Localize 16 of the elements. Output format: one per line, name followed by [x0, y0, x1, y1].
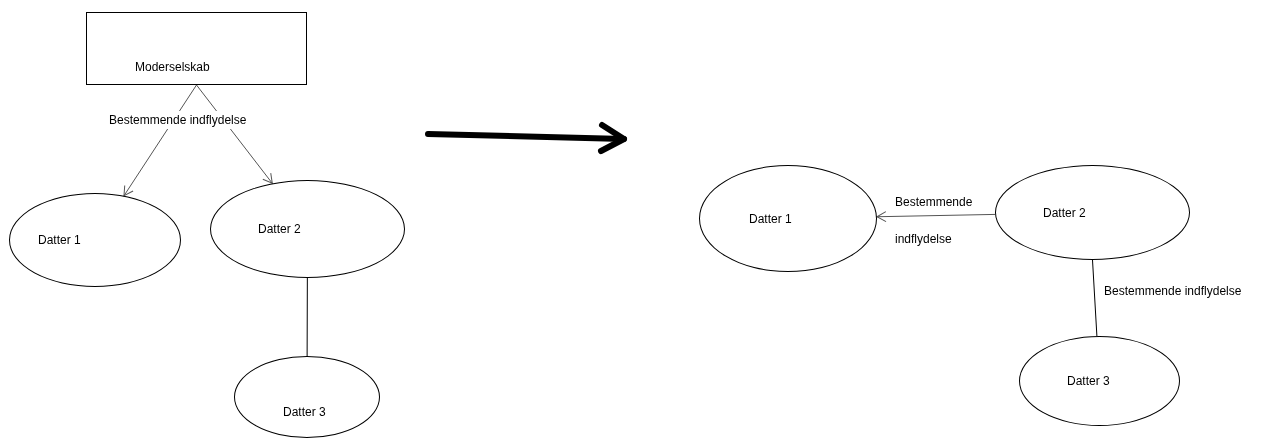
arrow	[876, 211, 996, 223]
node-label: Datter 3	[283, 404, 326, 421]
connector-line	[306, 277, 308, 357]
node-label: Datter 3	[1067, 373, 1110, 390]
node-label: Datter 1	[749, 210, 792, 228]
node-label: Datter 2	[258, 221, 301, 238]
node-label: Datter 2	[1043, 204, 1086, 222]
connector-line	[1092, 259, 1098, 337]
edge-label: Bestemmende indflydelse	[1104, 283, 1243, 299]
ellipse-node	[699, 165, 877, 272]
node-label: Datter 1	[38, 232, 81, 249]
ellipse-node	[995, 165, 1190, 260]
box-node	[86, 12, 307, 85]
annotation-text: Bestemmende indflydelse	[107, 111, 249, 129]
node-label: Moderselskab	[135, 59, 210, 76]
edge-label: Bestemmende indflydelse	[895, 194, 974, 248]
